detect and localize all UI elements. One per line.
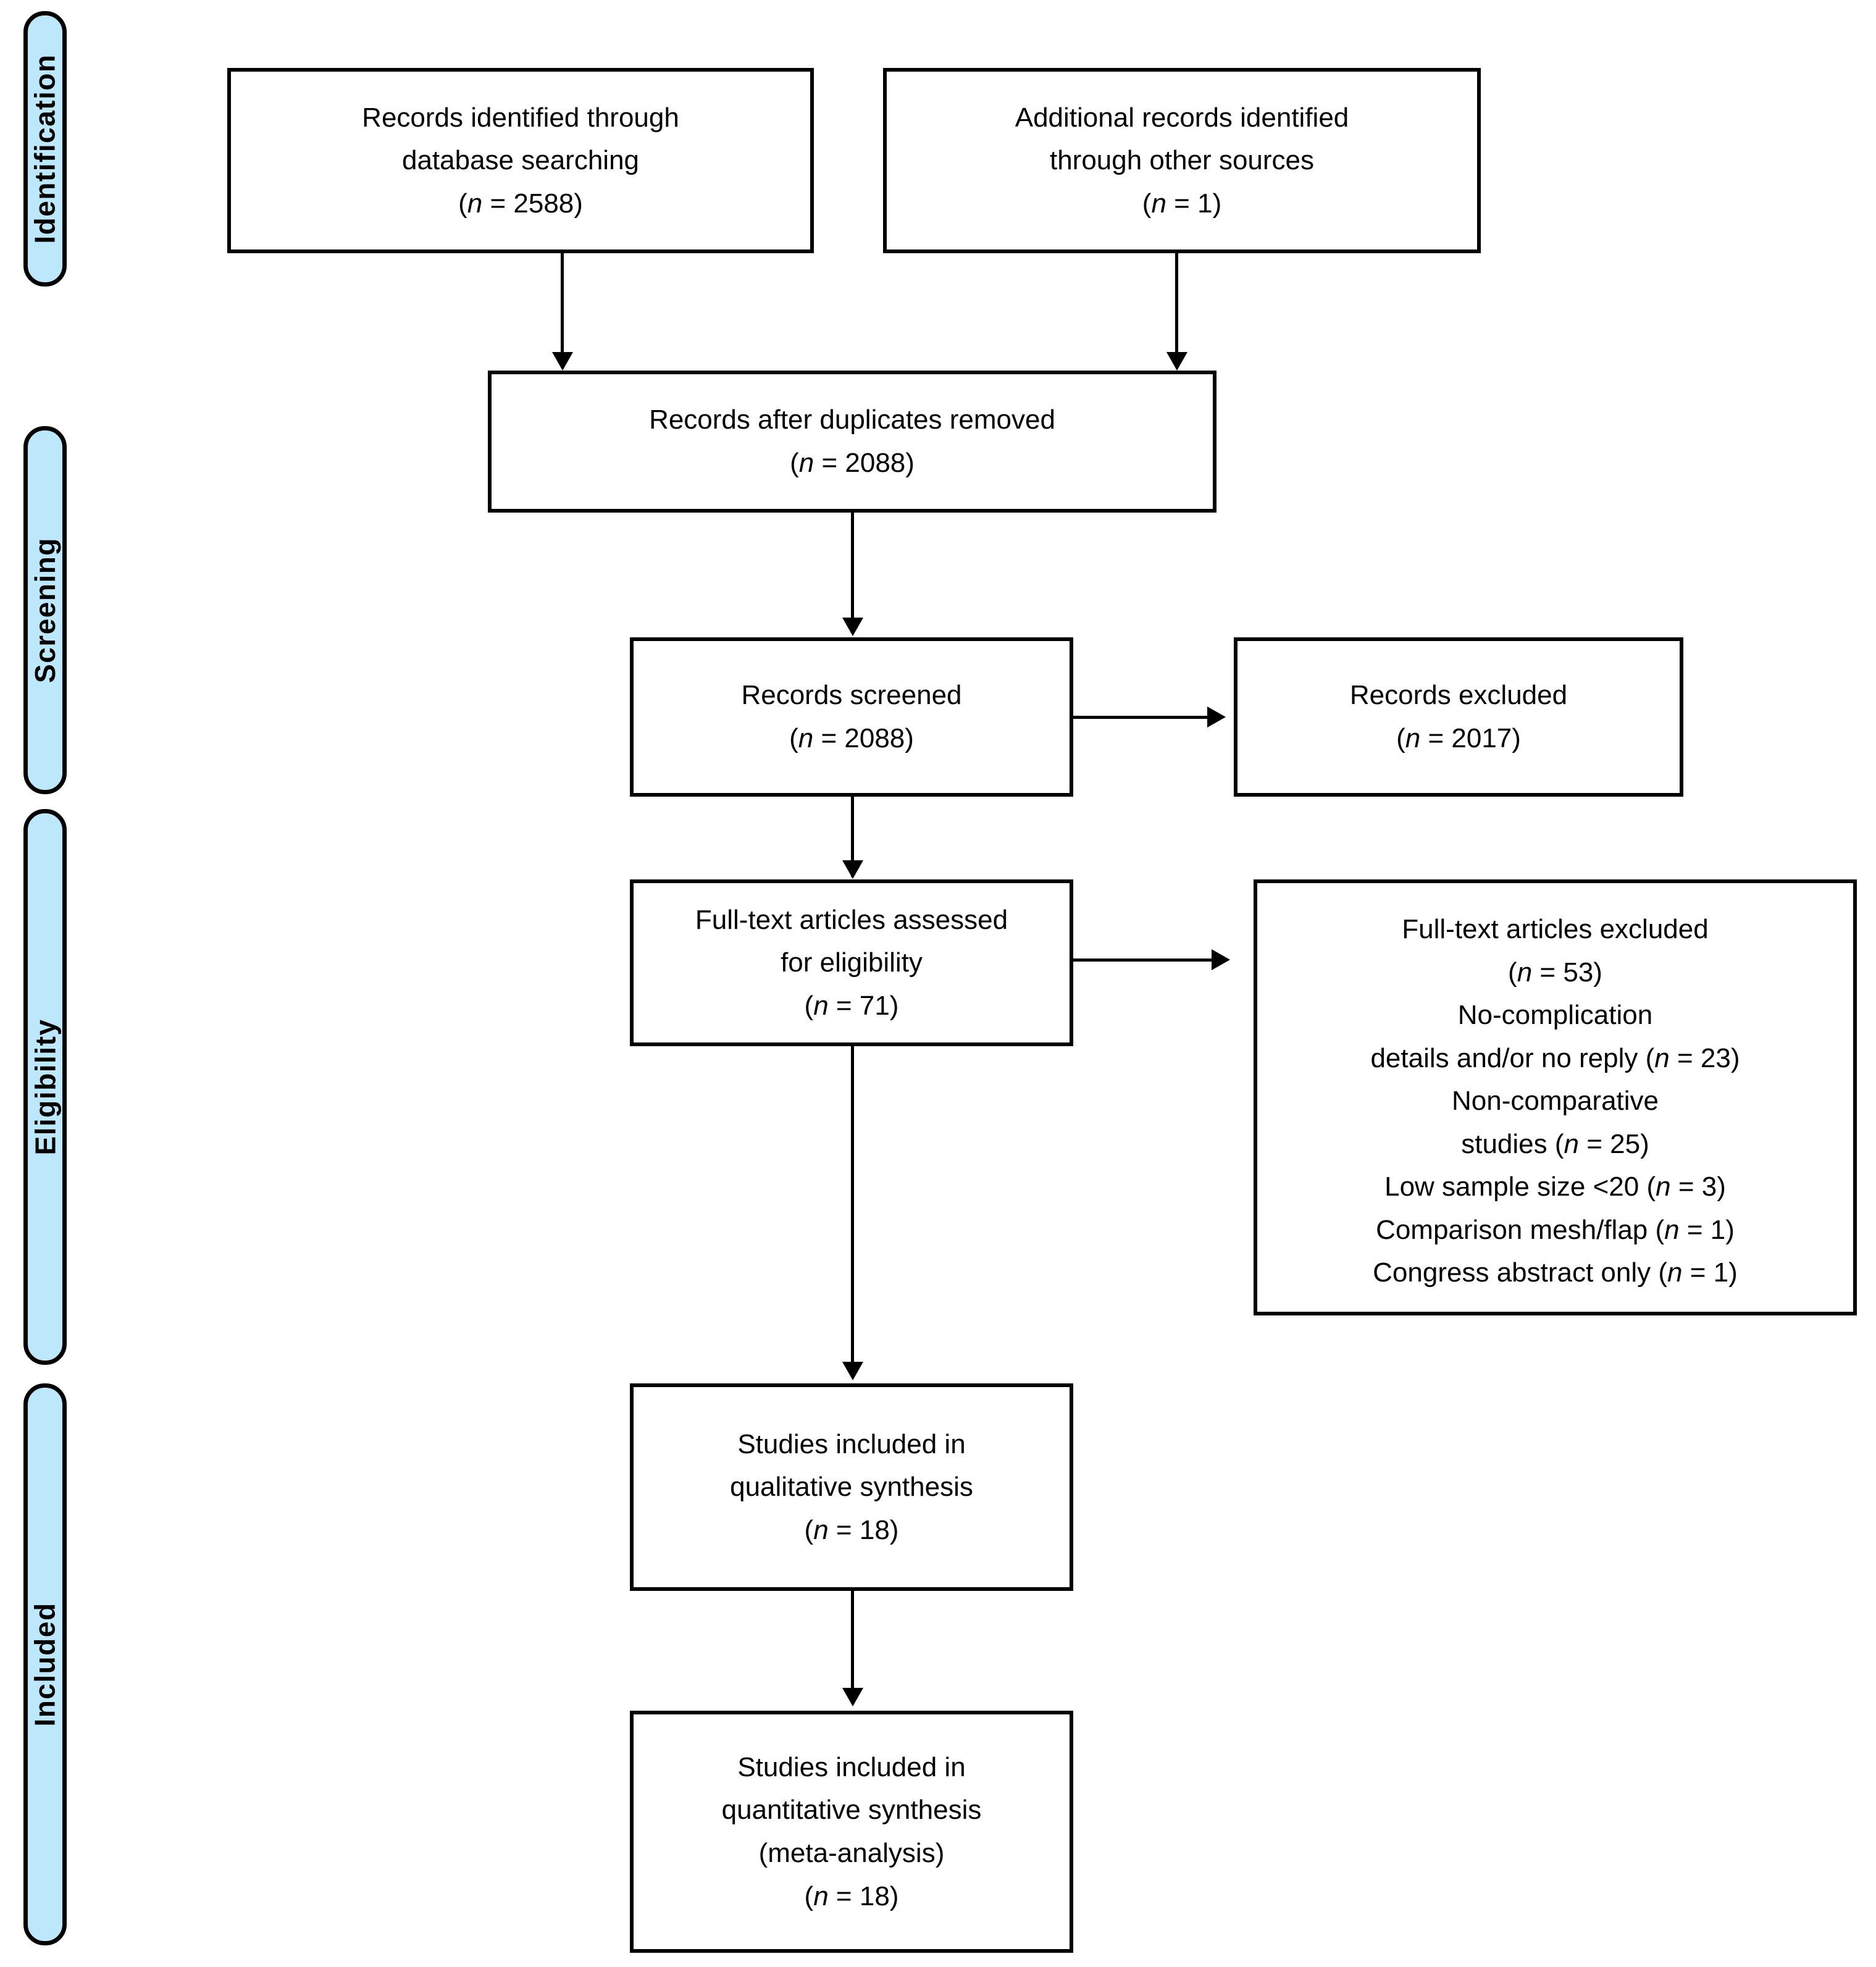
- box-line: qualitative synthesis: [730, 1472, 973, 1503]
- box-records-identified-database: Records identified through database sear…: [227, 68, 814, 253]
- box-line: (meta-analysis): [758, 1838, 945, 1868]
- arrowhead-fulltext-to-excluded: [1212, 949, 1230, 970]
- stage-bar-included: Included: [23, 1383, 67, 1945]
- excluded-count: (n = 53): [1508, 957, 1602, 988]
- connector-other-to-dupes: [1175, 253, 1178, 364]
- excluded-reason-line: studies (n = 25): [1461, 1128, 1649, 1159]
- stage-bar-identification: Identification: [23, 11, 67, 287]
- stage-label-eligibility: Eligibility: [29, 1018, 61, 1155]
- box-count: (n = 71): [804, 990, 899, 1021]
- box-records-after-duplicates: Records after duplicates removed (n = 20…: [488, 371, 1216, 513]
- box-line: quantitative synthesis: [721, 1795, 982, 1826]
- stage-bar-eligibility: Eligibility: [23, 809, 67, 1365]
- box-line: Records excluded: [1349, 680, 1568, 711]
- box-line: Full-text articles assessed: [695, 904, 1008, 935]
- excluded-reason-line: Low sample size <20 (n = 3): [1384, 1172, 1726, 1202]
- stage-label-identification: Identification: [29, 54, 62, 244]
- connector-screened-to-fulltext: [851, 797, 854, 877]
- box-line: Records after duplicates removed: [649, 405, 1055, 435]
- arrowhead-screened-to-fulltext: [842, 860, 863, 879]
- box-count: (n = 18): [804, 1881, 899, 1911]
- connector-db-to-dupes: [561, 253, 564, 364]
- box-fulltext-assessed: Full-text articles assessed for eligibil…: [630, 879, 1073, 1046]
- box-line: database searching: [401, 145, 640, 176]
- connector-qualitative-to-quantitative: [851, 1591, 854, 1693]
- stage-label-screening: Screening: [29, 537, 62, 683]
- box-records-screened: Records screened (n = 2088): [630, 637, 1073, 797]
- connector-screened-to-excluded: [1073, 716, 1210, 719]
- box-line: Studies included in: [737, 1428, 966, 1459]
- box-count: (n = 1): [1142, 188, 1222, 219]
- arrowhead-qualitative-to-quantitative: [842, 1688, 863, 1706]
- box-count: (n = 2088): [790, 448, 915, 478]
- excluded-reason-line: No-complication: [1457, 1000, 1653, 1031]
- box-quantitative-synthesis: Studies included in quantitative synthes…: [630, 1711, 1073, 1953]
- box-fulltext-excluded: Full-text articles excluded (n = 53) No-…: [1254, 879, 1857, 1315]
- box-line: Records screened: [741, 680, 962, 711]
- arrowhead-other-to-dupes: [1166, 352, 1187, 371]
- excluded-reason-line: Comparison mesh/flap (n = 1): [1376, 1214, 1735, 1245]
- box-count: (n = 2088): [789, 723, 914, 753]
- box-line: Additional records identified: [1015, 102, 1349, 133]
- connector-fulltext-to-qualitative: [851, 1046, 854, 1367]
- connector-dupes-to-screened: [851, 513, 854, 621]
- connector-fulltext-to-excluded: [1073, 958, 1214, 962]
- excluded-reason-line: Congress abstract only (n = 1): [1373, 1257, 1738, 1288]
- box-line: through other sources: [1049, 145, 1315, 176]
- arrowhead-screened-to-excluded: [1207, 707, 1226, 728]
- box-count: (n = 18): [804, 1514, 899, 1545]
- excluded-reason-line: details and/or no reply (n = 23): [1370, 1042, 1740, 1073]
- box-count: (n = 2588): [458, 188, 583, 219]
- arrowhead-fulltext-to-qualitative: [842, 1362, 863, 1380]
- box-line: for eligibility: [781, 947, 923, 978]
- stage-label-included: Included: [29, 1602, 61, 1727]
- excluded-reason-line: Non-comparative: [1451, 1086, 1659, 1117]
- box-records-excluded: Records excluded (n = 2017): [1234, 637, 1683, 797]
- box-line: Studies included in: [737, 1751, 966, 1782]
- arrowhead-db-to-dupes: [552, 352, 573, 371]
- excluded-title: Full-text articles excluded: [1402, 914, 1709, 944]
- arrowhead-dupes-to-screened: [842, 618, 863, 636]
- box-qualitative-synthesis: Studies included in qualitative synthesi…: [630, 1383, 1073, 1591]
- box-line: Records identified through: [362, 102, 679, 133]
- box-count: (n = 2017): [1396, 723, 1521, 753]
- stage-bar-screening: Screening: [23, 426, 67, 794]
- box-records-identified-other: Additional records identified through ot…: [883, 68, 1481, 253]
